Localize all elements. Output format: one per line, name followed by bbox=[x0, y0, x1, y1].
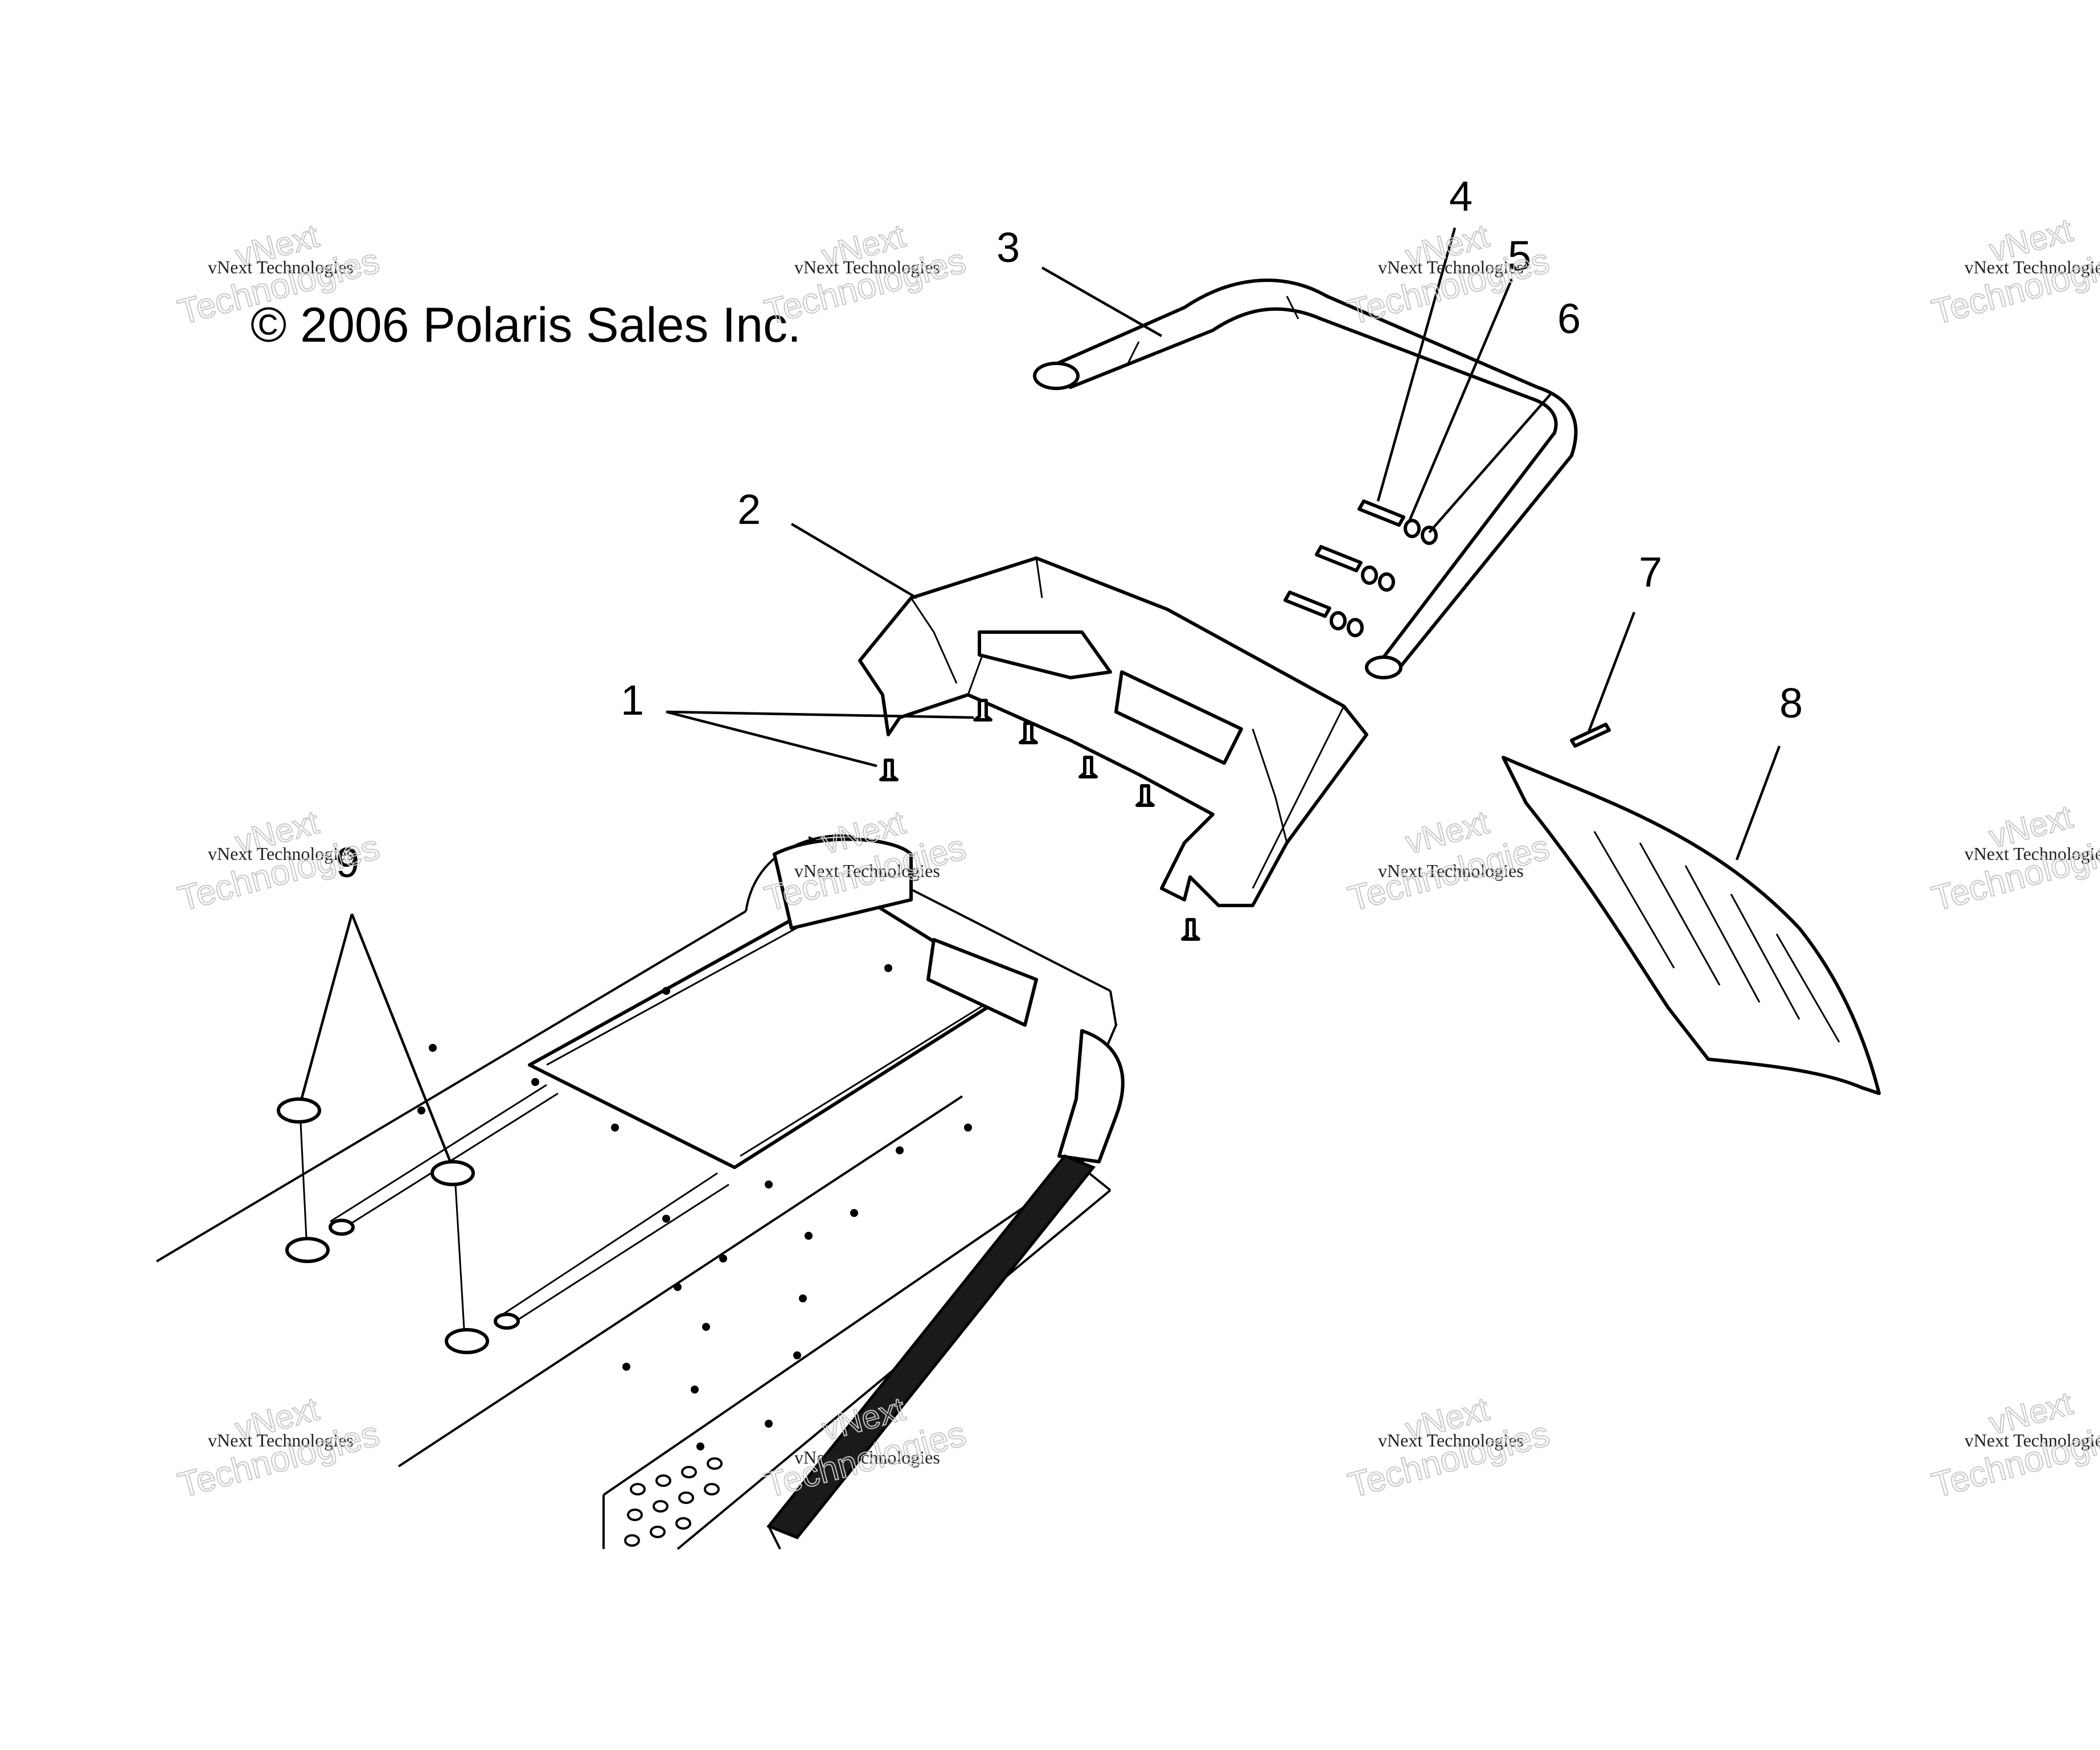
snow-flap bbox=[1502, 756, 1881, 1095]
svg-text:vNext Technologies: vNext Technologies bbox=[1964, 1430, 2100, 1450]
svg-text:vNext Technologies: vNext Technologies bbox=[794, 1447, 940, 1468]
watermark-far-right-bottom: vNext vNext Technologies Technologies bbox=[1927, 1384, 2100, 1506]
callout-4: 4 bbox=[1449, 173, 1473, 220]
watermark-bc: vNext vNext Technologies Technologies bbox=[760, 1390, 970, 1506]
watermark-ml: vNext vNext Technologies Technologies bbox=[174, 803, 384, 919]
svg-text:vNext Technologies: vNext Technologies bbox=[1378, 257, 1524, 277]
watermark-tc: vNext vNext Technologies Technologies bbox=[760, 216, 970, 333]
callout-6: 6 bbox=[1557, 295, 1581, 342]
svg-text:vNext Technologies: vNext Technologies bbox=[794, 257, 940, 277]
callout-3: 3 bbox=[996, 224, 1020, 271]
svg-text:vNext Technologies: vNext Technologies bbox=[208, 257, 354, 277]
svg-text:vNext Technologies: vNext Technologies bbox=[208, 843, 354, 864]
screws bbox=[879, 699, 1200, 941]
watermark-mr: vNext vNext Technologies Technologies bbox=[1344, 803, 1554, 919]
callout-1: 1 bbox=[621, 677, 644, 724]
watermark-far-right-mid: vNext vNext Technologies Technologies bbox=[1927, 797, 2100, 919]
plugs bbox=[277, 1097, 489, 1354]
rear-grab-bar bbox=[1033, 278, 1578, 679]
svg-text:vNext Technologies: vNext Technologies bbox=[1964, 843, 2100, 864]
callout-8: 8 bbox=[1779, 679, 1803, 727]
rivet bbox=[1570, 723, 1611, 748]
tunnel bbox=[155, 834, 1125, 1550]
svg-text:vNext Technologies: vNext Technologies bbox=[794, 860, 940, 881]
callout-7: 7 bbox=[1639, 548, 1662, 596]
svg-text:vNext Technologies: vNext Technologies bbox=[1964, 257, 2100, 277]
callout-2: 2 bbox=[737, 486, 761, 533]
fasteners bbox=[1283, 499, 1438, 637]
leader-lines bbox=[300, 227, 1781, 1161]
svg-text:vNext Technologies: vNext Technologies bbox=[1378, 860, 1524, 881]
callout-5: 5 bbox=[1508, 232, 1531, 280]
watermark-far-right-top: vNext vNext Technologies Technologies bbox=[1927, 211, 2100, 333]
svg-text:vNext Technologies: vNext Technologies bbox=[208, 1430, 354, 1450]
svg-text:vNext Technologies: vNext Technologies bbox=[1378, 1430, 1524, 1450]
callouts: 1 2 3 4 5 6 7 8 9 bbox=[336, 173, 1803, 886]
watermark-bl: vNext vNext Technologies Technologies bbox=[174, 1390, 384, 1506]
callout-9: 9 bbox=[336, 839, 359, 886]
rear-bumper-cover bbox=[858, 556, 1368, 907]
watermark-br: vNext vNext Technologies Technologies bbox=[1344, 1390, 1554, 1506]
copyright-notice: © 2006 Polaris Sales Inc. bbox=[251, 298, 801, 353]
